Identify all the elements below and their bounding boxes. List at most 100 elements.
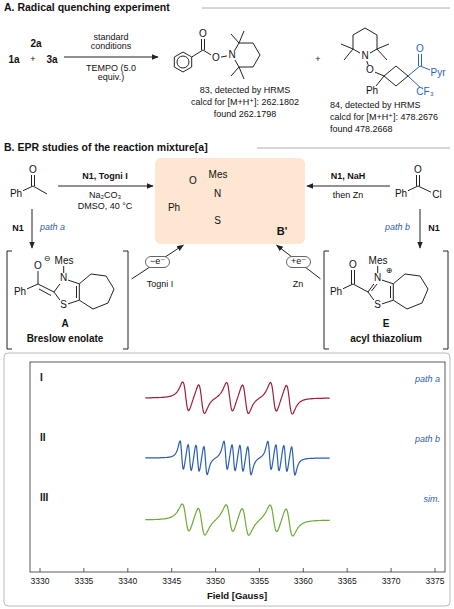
atom-label: Mes — [368, 256, 389, 267]
text-label: O — [211, 53, 221, 64]
reaction-arrow — [307, 186, 390, 187]
atom-label: S — [373, 300, 382, 311]
text-label: path b — [415, 435, 440, 444]
text-label: 83, detected by HRMS — [200, 86, 291, 95]
text-label: TEMPO (5.0 equiv.) — [80, 64, 142, 83]
atom-label: O — [33, 261, 43, 272]
reaction-arrow — [420, 209, 421, 248]
text-label: 84, detected by HRMS — [330, 101, 421, 110]
reaction-arrow — [277, 245, 321, 279]
text-label: standard conditions — [80, 33, 142, 52]
text-label: + — [315, 55, 320, 64]
atom-label: Cl — [431, 190, 442, 201]
text-label: II — [40, 433, 46, 444]
text-label: calcd for [M+H⁺]: 478.2676 — [330, 113, 438, 122]
chart-panel — [4, 353, 450, 606]
atom-label: Ph — [13, 287, 27, 298]
atom-label: N — [373, 273, 382, 284]
reaction-arrow — [132, 245, 184, 279]
text-label: N — [360, 51, 369, 62]
text-label: path a — [40, 223, 65, 232]
text-label: N — [227, 50, 236, 61]
text-label: N1, NaH — [331, 172, 366, 181]
text-label: III — [40, 493, 48, 504]
text-label: Field [Gauss] — [207, 591, 267, 601]
atom-label: Breslow enolate — [27, 334, 104, 345]
text-label: 3345 — [162, 577, 181, 586]
epr-spectrum — [145, 382, 329, 414]
axis-ticks — [40, 568, 435, 572]
text-label: 3335 — [74, 577, 93, 586]
text-label: Pyr — [430, 68, 447, 79]
text-label: 3370 — [382, 577, 401, 586]
text-label: 3355 — [250, 577, 269, 586]
text-label: DMSO, 40 °C — [78, 202, 133, 211]
text-label: 3350 — [206, 577, 225, 586]
text-label: found 262.1798 — [214, 110, 277, 119]
text-label: Zn — [293, 280, 304, 289]
atom-label: O — [413, 165, 423, 176]
text-label: 2a — [30, 39, 41, 50]
epr-spectrum — [145, 504, 329, 536]
edge-label: +e⁻ — [286, 256, 311, 267]
structure-box: O Ph Cl — [392, 165, 448, 207]
text-label: then Zn — [333, 191, 364, 200]
text-label: Ph — [365, 86, 379, 97]
text-label: I — [40, 373, 43, 384]
atom-label: O — [28, 165, 38, 176]
reaction-arrow — [32, 209, 33, 248]
atom-label: S — [59, 300, 68, 311]
text-label: Togni I — [147, 280, 174, 289]
text-label: Na₂CO₃ — [89, 191, 121, 200]
section-rule — [202, 8, 450, 148]
intermediate-bracket: O Ph MesN ⊕ SEacyl thiazolium — [322, 250, 450, 350]
text-label: path a — [415, 375, 440, 384]
text-label: O — [415, 44, 425, 55]
text-label: found 478.2668 — [330, 125, 393, 134]
atom-label: Ph — [9, 189, 23, 200]
atom-label: N — [213, 189, 222, 200]
atom-label: Ph — [394, 189, 408, 200]
atom-label: E — [383, 319, 390, 330]
atom-label: ⊕ — [386, 267, 393, 275]
atom-label: A — [61, 319, 68, 330]
text-label: 3360 — [294, 577, 313, 586]
text-label: calcd for [M+H⁺]: 262.1802 — [191, 98, 299, 107]
atom-label: Ph — [329, 287, 343, 298]
text-label: 3330 — [31, 577, 50, 586]
text-label: A. Radical quenching experiment — [4, 2, 170, 13]
bond-lines — [16, 28, 438, 309]
text-label: 3375 — [426, 577, 445, 586]
text-label: sim. — [424, 495, 441, 504]
atom-label: O — [348, 260, 358, 271]
structure-box: O Ph MesN S B' — [155, 158, 305, 244]
atom-label: O — [188, 176, 198, 187]
atom-label: Ph — [167, 203, 181, 214]
epr-spectrum — [145, 441, 329, 475]
text-label: + — [30, 55, 35, 64]
atom-label: acyl thiazolium — [350, 334, 422, 345]
text-label: 3365 — [338, 577, 357, 586]
text-label: B. EPR studies of the reaction mixture[a… — [4, 142, 208, 153]
plot-frame — [30, 362, 445, 572]
intermediate-bracket: O⊖ Ph MesN SA Breslow enolate — [5, 250, 130, 350]
text-label: CF₃ — [415, 87, 434, 98]
atom-label: N — [59, 273, 68, 284]
text-label: 1a — [8, 55, 19, 66]
atom-label: B' — [277, 226, 288, 238]
edge-label: N1 — [428, 224, 440, 233]
structure-box: O Ph — [8, 165, 56, 207]
edge-label: N1 — [12, 224, 24, 233]
text-label: 3340 — [118, 577, 137, 586]
atom-label: Mes — [208, 170, 229, 181]
atom-label: S — [213, 216, 222, 227]
atom-label: Mes — [54, 256, 75, 267]
text-label: path b — [385, 223, 410, 232]
atom-label: ⊖ — [44, 255, 51, 263]
reaction-arrow — [58, 186, 153, 187]
text-label: N1, Togni I — [82, 172, 127, 181]
edge-label: −e⁻ — [145, 256, 170, 267]
text-label: O — [198, 29, 208, 40]
text-label: O — [365, 65, 375, 76]
